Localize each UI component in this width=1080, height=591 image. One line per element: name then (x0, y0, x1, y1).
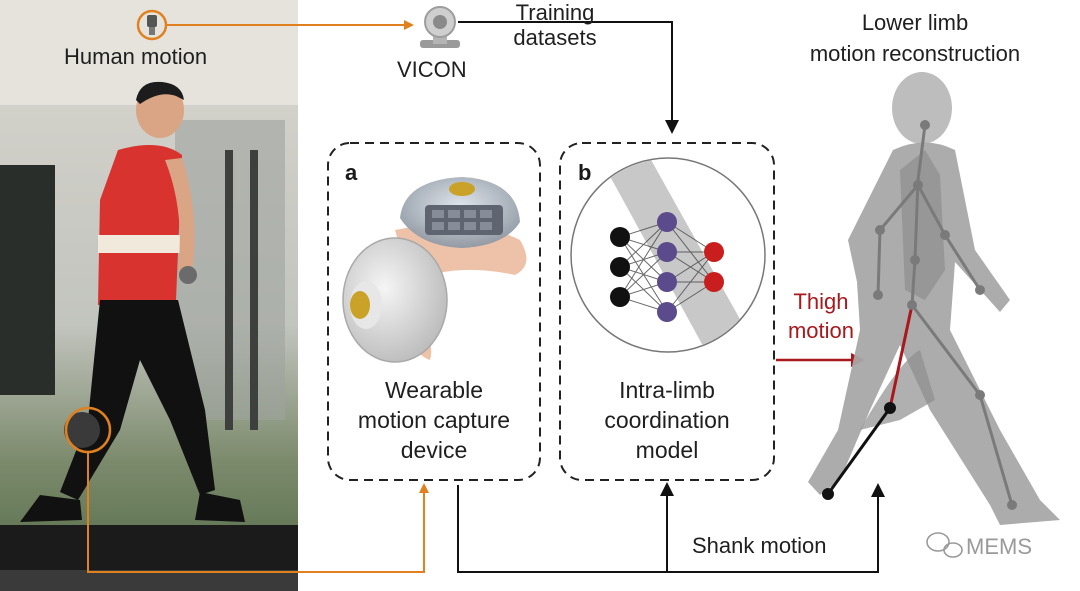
input-node (610, 257, 630, 277)
network-edge (619, 251, 668, 298)
sensor-icon (147, 15, 157, 35)
network-edge (619, 221, 668, 268)
thigh-motion-label: Thigh motion (778, 288, 864, 345)
leg-to-device-arrow (87, 452, 429, 573)
human-motion-photo (0, 0, 298, 591)
shank-segment (826, 407, 892, 495)
reconstruction-line-2: motion reconstruction (809, 40, 1021, 66)
wearable-device-label: Wearable motion capture device (330, 376, 538, 466)
thigh-line-1: Thigh (793, 289, 849, 314)
wearable-device-icon (342, 177, 527, 363)
hidden-node (657, 272, 677, 292)
panel-a-letter: a (345, 160, 358, 185)
neural-network-icon (570, 157, 766, 353)
model-line-1: Intra-limb (619, 377, 715, 403)
walking-person (20, 81, 245, 522)
reconstruction-line-1: Lower limb (861, 10, 969, 35)
hidden-node (657, 242, 677, 262)
output-node (704, 272, 724, 292)
input-node (610, 227, 630, 247)
watermark-text: MEMS (966, 534, 1032, 559)
network-edge (666, 251, 715, 313)
thigh-line-2: motion (787, 317, 855, 343)
model-line-2: coordination (604, 406, 730, 433)
panel-b-letter: b (578, 160, 592, 185)
hidden-node (657, 212, 677, 232)
coordination-model-label: Intra-limb coordination model (562, 376, 772, 466)
output-node (704, 242, 724, 262)
reconstruction-label: Lower limb motion reconstruction (790, 8, 1040, 70)
model-line-3: model (635, 436, 699, 463)
hidden-node (657, 302, 677, 322)
input-node (610, 287, 630, 307)
network-edge (619, 221, 668, 298)
panel-b-box (559, 142, 775, 481)
wearable-line-3: device (400, 436, 468, 463)
training-line-1: Training (515, 0, 595, 25)
wechat-icon (926, 532, 963, 558)
camera-icon (420, 6, 460, 48)
thigh-segment (888, 304, 914, 409)
walking-figure-icon (808, 72, 1060, 525)
training-line-2: datasets (513, 25, 597, 51)
training-datasets-arrow (458, 21, 679, 134)
human-motion-label: Human motion (64, 44, 208, 69)
vicon-label: VICON (397, 57, 467, 82)
wearable-line-1: Wearable (384, 377, 484, 403)
training-datasets-label: Training datasets (500, 0, 610, 51)
wearable-line-2: motion capture (357, 406, 511, 433)
panel-a-box (327, 142, 541, 481)
shank-motion-label: Shank motion (692, 533, 827, 558)
